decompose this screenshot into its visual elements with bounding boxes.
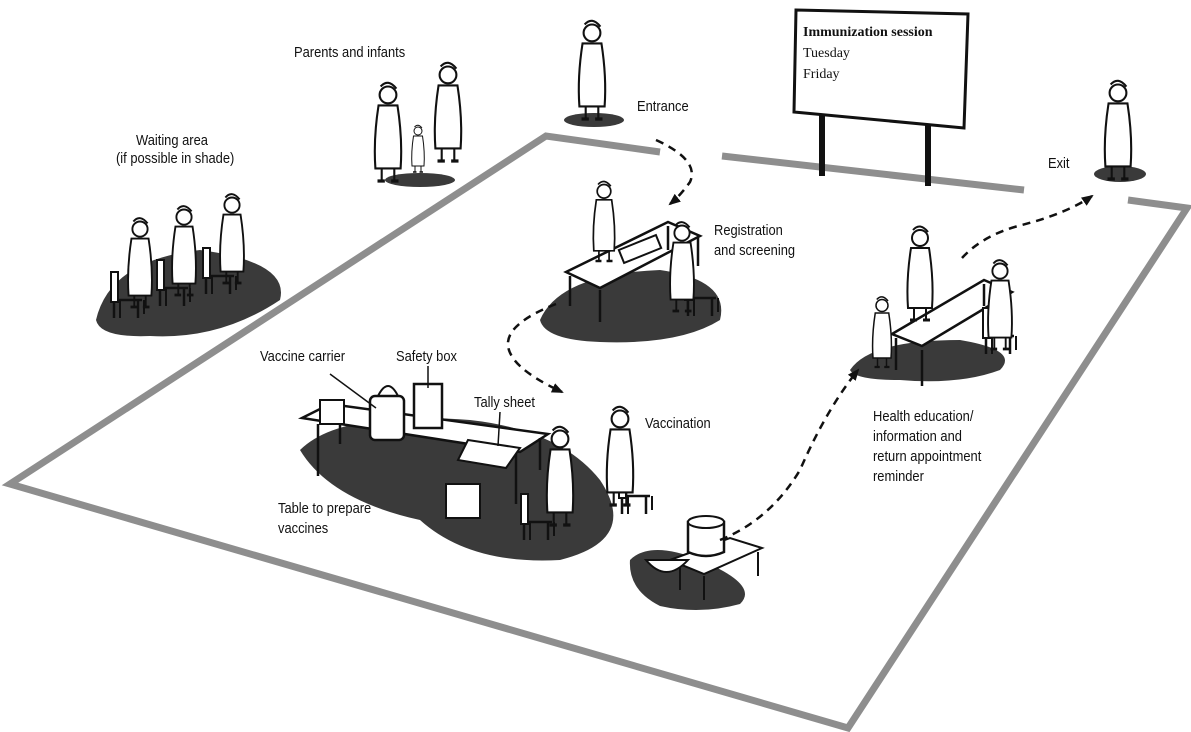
person-icon	[986, 258, 1014, 351]
label-vaccine-carrier: Vaccine carrier	[260, 348, 346, 365]
person-icon	[126, 216, 154, 309]
arrow-icon	[719, 368, 860, 542]
person-icon	[905, 224, 935, 322]
label-table-prepare: Table to prepare	[278, 500, 372, 517]
label-waiting-area: Waiting area	[136, 132, 208, 149]
label-waiting-area-note: (if possible in shade)	[116, 150, 235, 167]
person-icon	[871, 295, 893, 369]
arrow-icon	[506, 302, 564, 394]
label-registration-screening: and screening	[714, 242, 796, 259]
label-vaccination: Vaccination	[645, 415, 711, 432]
vaccine-carrier-icon	[368, 394, 406, 442]
label-reminder: reminder	[873, 468, 924, 485]
tally-sheet-icon	[456, 438, 522, 470]
label-parents-infants: Parents and infants	[294, 44, 406, 61]
label-safety-box: Safety box	[396, 348, 457, 365]
area-boundary	[1, 132, 1191, 732]
vaccination-station	[519, 405, 765, 600]
label-health-education: Health education/	[873, 408, 974, 425]
label-registration: Registration	[714, 222, 783, 239]
arrow-icon	[961, 194, 1094, 259]
label-health-information: information and	[873, 428, 962, 445]
board-day: Friday	[803, 67, 840, 82]
label-return-appointment: return appointment	[873, 448, 982, 465]
person-icon	[433, 61, 463, 163]
bucket-icon	[686, 520, 726, 558]
safety-box-icon	[412, 382, 444, 430]
table-icon	[889, 278, 1015, 348]
arrow-icon	[655, 138, 694, 206]
registration-station	[563, 180, 720, 322]
bin-icon	[445, 483, 481, 519]
flow-arrows	[506, 138, 1094, 542]
person-icon	[1103, 79, 1133, 181]
label-entrance: Entrance	[637, 98, 689, 115]
person-icon	[410, 124, 426, 173]
session-board	[792, 8, 970, 186]
person-icon	[592, 180, 616, 263]
parents-infants-group	[373, 61, 463, 183]
health-education-station	[871, 224, 1018, 386]
label-tally-sheet: Tally sheet	[474, 394, 535, 411]
person-icon	[545, 425, 575, 527]
person-icon	[170, 204, 198, 297]
preparation-station	[297, 366, 552, 519]
label-exit: Exit	[1048, 155, 1070, 172]
person-icon	[218, 192, 246, 285]
bowl-icon	[643, 559, 691, 573]
person-icon	[577, 19, 607, 121]
label-table-prepare-vaccines: vaccines	[278, 520, 329, 537]
board-day: Tuesday	[803, 46, 850, 61]
person-icon	[373, 81, 403, 183]
person-icon	[605, 405, 635, 507]
board-title: Immunization session	[803, 25, 933, 40]
